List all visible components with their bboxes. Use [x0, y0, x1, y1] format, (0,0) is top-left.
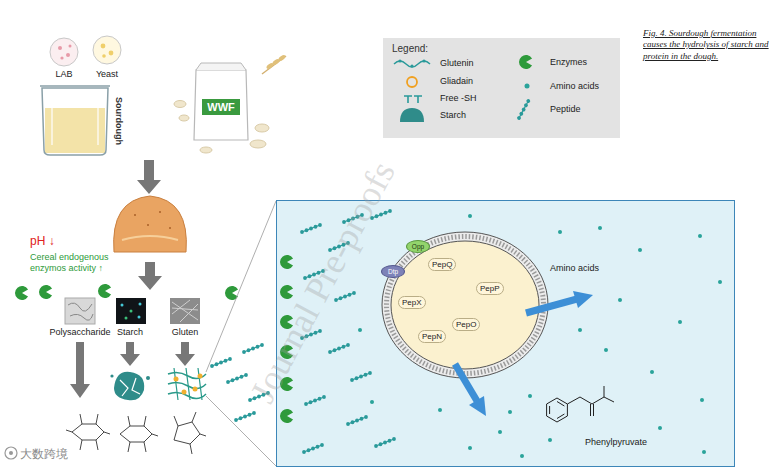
watermark: 大数跨境 [20, 446, 68, 463]
micrograph-label: Gluten [172, 327, 199, 337]
micrograph-label: Starch [117, 327, 143, 337]
node-label: LAB [55, 69, 72, 79]
cell-label: PepP [476, 282, 504, 295]
flour-bag-label: WWF [202, 99, 239, 115]
legend-label: Glutenin [440, 58, 474, 68]
transporter: Dtp [381, 265, 405, 278]
node-label: Gluten [172, 327, 199, 337]
legend-label: Peptide [550, 104, 581, 114]
node-label: Sourdough [114, 97, 124, 145]
bacterial-cell: PepQ PepP PepX PepN PepO [383, 233, 547, 377]
dish-label: Yeast [96, 69, 118, 79]
legend-label: Amino acids [550, 81, 599, 91]
figure-caption: Fig. 4. Sourdough fermentation causes th… [643, 28, 769, 62]
legend-label: Starch [440, 110, 466, 120]
dish-label: LAB [55, 69, 72, 79]
cell-label: PepX [398, 296, 426, 309]
legend-label: Gliadain [440, 76, 473, 86]
beaker-label: Sourdough [114, 97, 124, 145]
node-label: Yeast [96, 69, 118, 79]
cell-label: Amino acids [550, 263, 599, 273]
node-label: Dtp [388, 268, 398, 275]
legend-label: Enzymes [550, 57, 587, 67]
node-label: Opp [412, 243, 424, 250]
node-label: WWF [207, 101, 234, 113]
ph-label: pH ↓ [30, 234, 55, 248]
cell-label: PepN [418, 330, 446, 343]
enzyme-activity-label: Cereal endogenous enzymos activity ↑ [30, 252, 130, 274]
transporter: Opp [406, 240, 430, 253]
legend-heading: Legend: [392, 43, 428, 54]
micrograph-label: Polysaccharide [49, 327, 110, 337]
cell-label: Phenylpyruvate [585, 437, 647, 447]
node-label: Starch [117, 327, 143, 337]
cell-label: PepQ [428, 258, 456, 271]
node-label: Polysaccharide [49, 327, 110, 337]
cell-label: PepO [452, 318, 480, 331]
legend-label: Free -SH [440, 93, 477, 103]
